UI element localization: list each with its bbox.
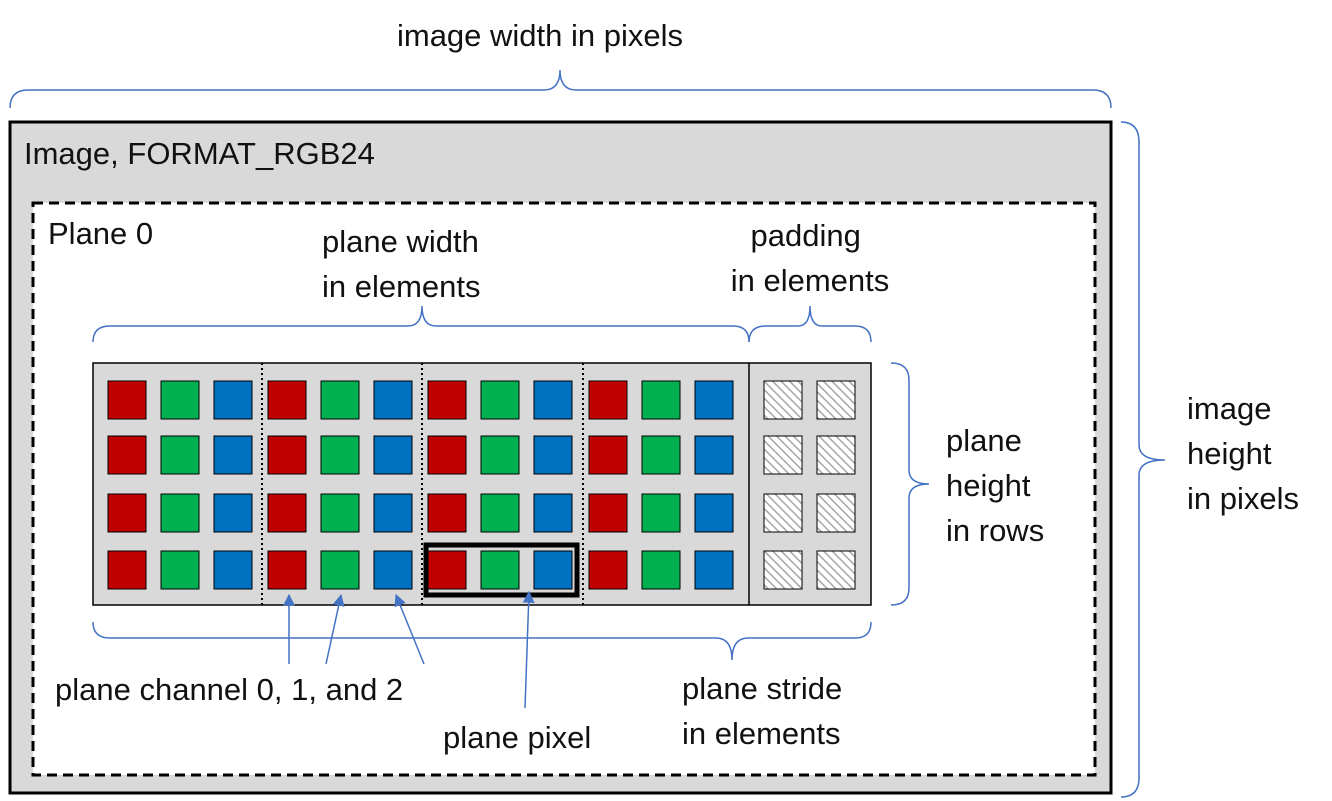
image-title: Image, FORMAT_RGB24: [24, 136, 375, 171]
padding-element: [816, 493, 856, 533]
plane-height-brace: [890, 362, 930, 606]
channel-2-blue-element: [213, 550, 253, 590]
channel-0-red-element: [107, 435, 147, 475]
channel-1-green-element: [480, 380, 520, 420]
plane-height-label: plane height in rows: [946, 423, 1044, 548]
channel-0-red-element: [267, 550, 307, 590]
plane-title: Plane 0: [48, 216, 153, 251]
channel-2-blue-element: [533, 550, 573, 590]
channel-1-arrow: [325, 593, 345, 665]
padding-element: [763, 550, 803, 590]
channel-0-red-element: [588, 435, 628, 475]
channel-1-green-element: [160, 550, 200, 590]
channel-1-green-element: [320, 550, 360, 590]
channel-1-green-element: [641, 435, 681, 475]
channel-1-green-element: [480, 550, 520, 590]
channel-1-green-element: [320, 380, 360, 420]
image-height-brace: [1120, 121, 1166, 798]
padding-element: [816, 380, 856, 420]
channel-2-blue-element: [373, 550, 413, 590]
channel-1-green-element: [320, 435, 360, 475]
channel-0-red-element: [588, 380, 628, 420]
channel-0-red-element: [267, 435, 307, 475]
channel-1-green-element: [320, 493, 360, 533]
image-width-brace: [9, 69, 1112, 109]
channel-2-blue-element: [213, 493, 253, 533]
channel-1-green-element: [160, 435, 200, 475]
plane-stride-label: plane stride in elements: [682, 671, 851, 751]
channel-2-blue-element: [694, 435, 734, 475]
padding-element: [763, 493, 803, 533]
channel-2-blue-element: [694, 550, 734, 590]
padding-label: padding in elements: [731, 218, 890, 298]
channel-0-red-element: [427, 380, 467, 420]
plane-width-label: plane width in elements: [322, 224, 487, 304]
channel-0-red-element: [588, 493, 628, 533]
channel-0-red-element: [107, 493, 147, 533]
channel-2-blue-element: [373, 493, 413, 533]
channel-1-green-element: [160, 380, 200, 420]
channel-2-blue-element: [694, 380, 734, 420]
channel-0-red-element: [267, 493, 307, 533]
channel-2-blue-element: [533, 380, 573, 420]
plane-pixel-label: plane pixel: [443, 720, 591, 755]
channel-0-red-element: [267, 380, 307, 420]
channel-1-green-element: [160, 493, 200, 533]
channel-0-red-element: [588, 550, 628, 590]
padding-element: [816, 435, 856, 475]
channel-1-green-element: [641, 380, 681, 420]
channel-1-green-element: [480, 493, 520, 533]
padding-element: [763, 435, 803, 475]
channel-2-blue-element: [533, 435, 573, 475]
channel-0-red-element: [427, 435, 467, 475]
channel-0-red-element: [107, 550, 147, 590]
channel-2-blue-element: [373, 380, 413, 420]
channel-2-blue-element: [373, 435, 413, 475]
channel-1-green-element: [641, 493, 681, 533]
channel-2-arrow: [394, 593, 425, 665]
plane-width-brace: [92, 305, 750, 343]
element-cells: [107, 380, 856, 590]
padding-element: [763, 380, 803, 420]
channel-0-red-element: [427, 550, 467, 590]
channel-0-red-element: [427, 493, 467, 533]
plane-channel-label: plane channel 0, 1, and 2: [55, 672, 403, 707]
image-width-label: image width in pixels: [397, 18, 683, 53]
plane-pixel-arrow: [522, 590, 535, 709]
channel-0-red-element: [107, 380, 147, 420]
channel-1-green-element: [641, 550, 681, 590]
channel-1-green-element: [480, 435, 520, 475]
channel-2-blue-element: [533, 493, 573, 533]
padding-brace: [748, 305, 872, 343]
plane-pixel-highlight: [423, 542, 580, 598]
image-height-label: image height in pixels: [1187, 391, 1299, 516]
channel-2-blue-element: [213, 435, 253, 475]
channel-2-blue-element: [694, 493, 734, 533]
padding-element: [816, 550, 856, 590]
channel-2-blue-element: [213, 380, 253, 420]
plane-stride-brace: [92, 621, 872, 661]
